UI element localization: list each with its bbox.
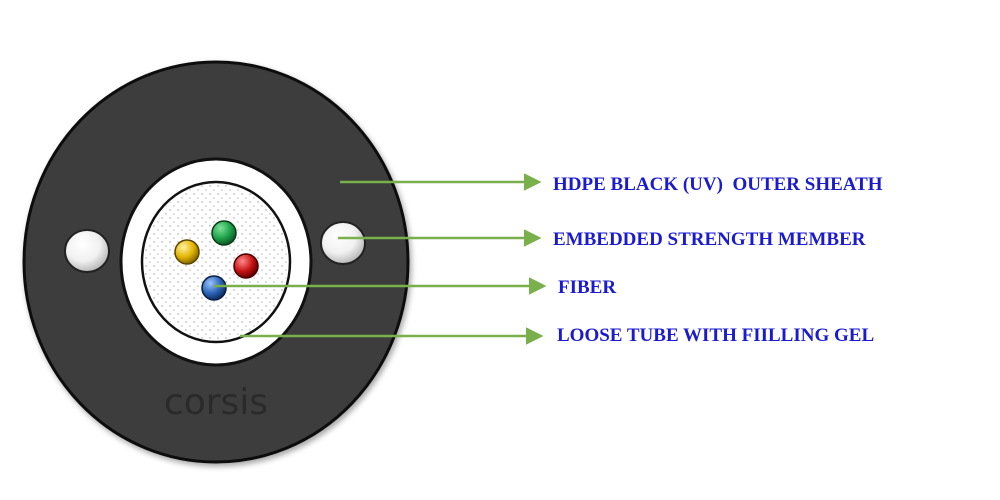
brand-logo-text: corsis <box>164 382 268 423</box>
strength-member-right <box>320 221 366 265</box>
label-fiber: FIBER <box>558 277 616 298</box>
label-loose-tube: LOOSE TUBE WITH FIILLING GEL <box>557 325 874 346</box>
filling-gel <box>144 184 288 340</box>
strength-member-left <box>64 229 110 273</box>
label-strength-member: EMBEDDED STRENGTH MEMBER <box>553 229 866 250</box>
fiber-blue <box>201 275 227 301</box>
fiber-red <box>233 253 259 279</box>
fiber-green <box>211 220 237 246</box>
fiber-yellow <box>174 239 200 265</box>
label-outer-sheath: HDPE BLACK (UV) OUTER SHEATH <box>553 174 883 195</box>
